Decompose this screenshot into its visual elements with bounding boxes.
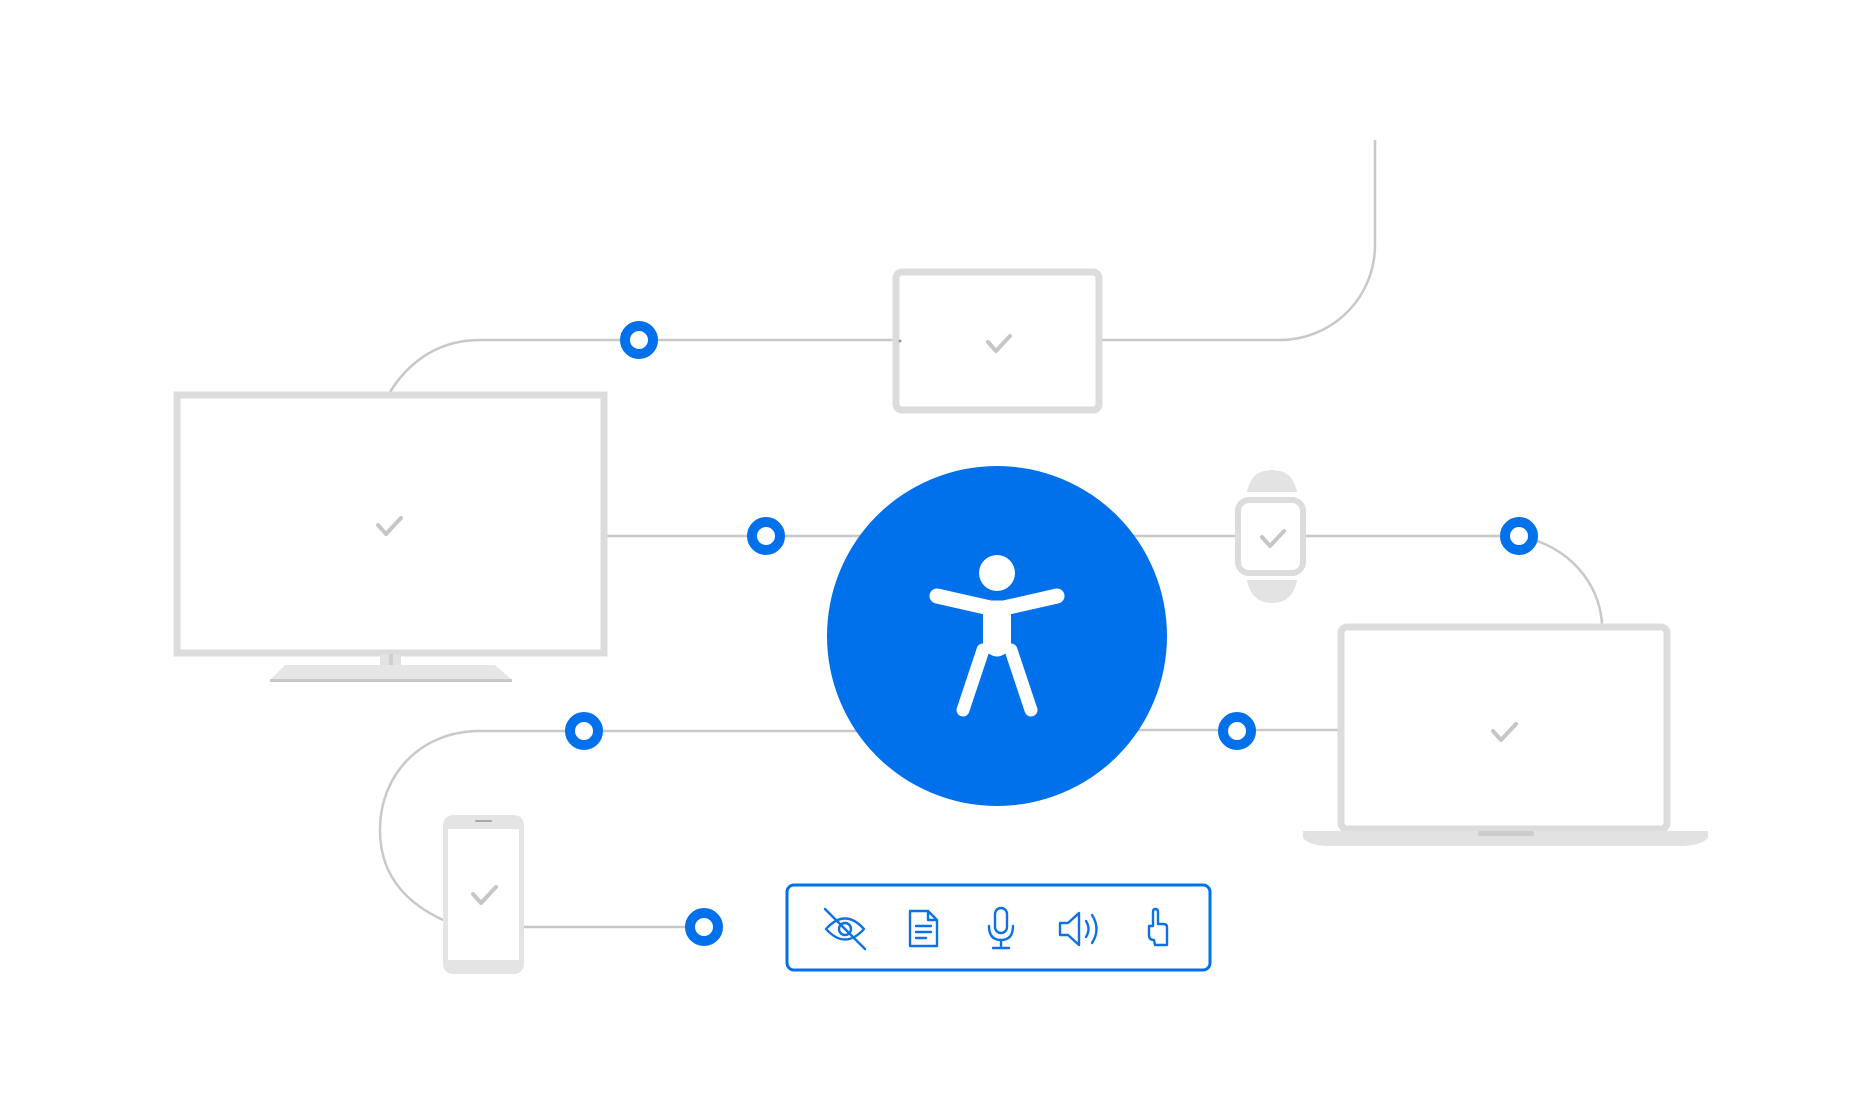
microphone-icon [987, 906, 1015, 950]
monitor-device [173, 391, 608, 682]
checkmark-icon [1491, 722, 1518, 742]
connector-tablet-to-top [1100, 140, 1377, 342]
connector-node [1500, 517, 1538, 555]
accessibility-hub [827, 466, 1167, 806]
laptop-device [1303, 623, 1708, 846]
document-icon [908, 909, 939, 948]
connector-node [565, 712, 603, 750]
checkmark-icon [1260, 529, 1286, 548]
connector-node [685, 908, 723, 946]
speaker-volume-icon [1058, 911, 1098, 947]
smartwatch-device [1235, 470, 1306, 603]
connector-watch-to-laptop [1303, 534, 1604, 625]
connector-node [1218, 712, 1256, 750]
accessibility-toolbar [785, 883, 1212, 972]
connector-monitor-to-tablet [388, 338, 895, 393]
touch-hand-icon [1147, 907, 1169, 947]
smartphone-device [443, 815, 524, 974]
connector-node [747, 517, 785, 555]
checkmark-icon [471, 885, 498, 905]
connector-nodes [565, 321, 1538, 946]
eye-slash-icon [823, 907, 867, 951]
accessibility-person-icon [929, 555, 1065, 717]
connector-phone-to-hub [378, 729, 860, 922]
connector-node [620, 321, 658, 359]
tablet-device [892, 268, 1103, 414]
checkmark-icon [986, 334, 1012, 353]
checkmark-icon [376, 516, 403, 536]
